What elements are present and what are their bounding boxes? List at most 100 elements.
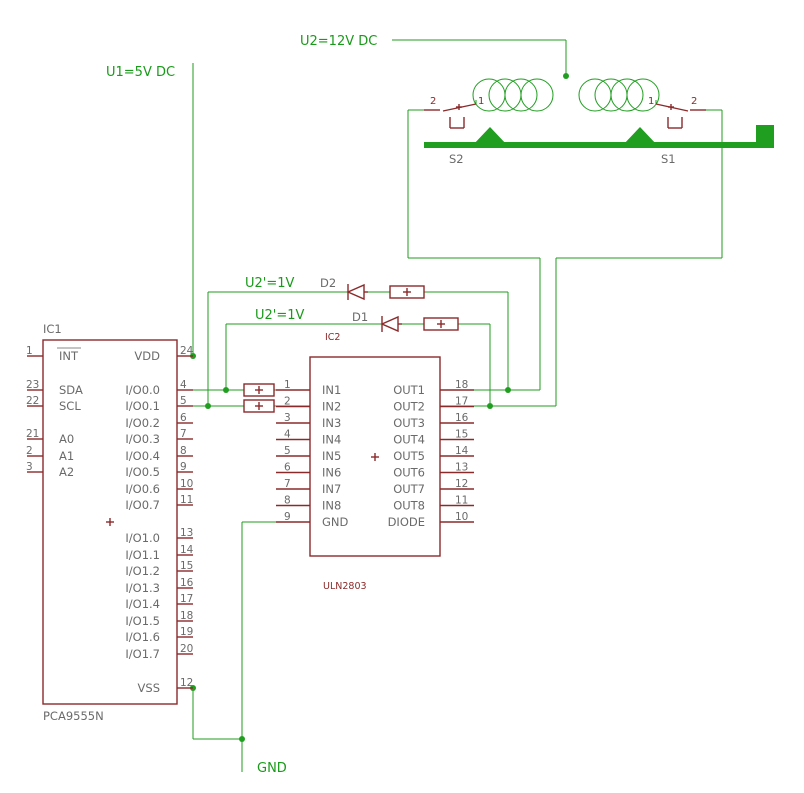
pin-number: 12 [180,677,193,689]
pin-15: 15 OUT4 [393,429,474,447]
pin-number: 10 [455,511,468,523]
pin-name: I/O1.0 [125,531,160,545]
pin-name: I/O0.3 [125,432,160,446]
pin-name: OUT3 [393,416,425,430]
pin-number: 19 [180,626,193,638]
pin-7: 7I/O0.3 [125,428,193,446]
pin-16: 16 I/O1.3 [125,577,193,595]
pin-6: 6I/O0.2 [125,412,193,430]
ic1-ref-label: IC1 [43,322,62,336]
switch-s2: 2 1 S2 [424,96,484,166]
diode-d1-label: D1 [352,310,368,324]
ic2-ref-label: IC2 [325,332,340,343]
s1-pin1-label: 1 [648,96,654,107]
pin-name: VDD [134,349,160,363]
net-label-u1: U1=5V DC [106,65,175,80]
pin-17: 17 OUT2 [393,396,474,414]
pin-number: 9 [284,511,291,523]
pin-1: 1 IN1 [276,379,341,397]
pin-11: 11I/O0.7 [125,494,193,512]
pin-number: 17 [455,396,468,408]
resistor-in1 [243,383,275,397]
switch-s2-label: S2 [449,152,464,166]
pin-name: I/O1.5 [125,614,160,628]
ic2-part-label: ULN2803 [323,581,367,592]
pin-name: I/O1.6 [125,630,160,644]
net-label-gnd: GND [257,761,287,776]
pin-number: 11 [180,494,193,506]
pin-13: 13 OUT6 [393,462,474,480]
pin-name: OUT5 [393,449,425,463]
junction-dots [190,73,569,742]
pin-22: 22 SCL [26,395,81,413]
pin-number: 3 [26,461,33,473]
pin-name: OUT6 [393,466,425,480]
pin-name: IN1 [322,383,341,397]
ic1-part-label: PCA9555N [43,709,104,723]
net-labels: U1=5V DC U2=12V DC U2'=1V U2'=1V GND [106,34,377,776]
pin-name: DIODE [388,515,425,529]
pin-13: 13I/O1.0 [125,527,193,545]
pin-name: I/O0.0 [125,383,160,397]
resistor-in2 [243,399,275,413]
pin-name: I/O0.4 [125,449,160,463]
pin-number: 6 [180,412,187,424]
s1-pin2-label: 2 [691,96,697,107]
pin-15: 15I/O1.2 [125,560,193,578]
pin-number: 5 [180,395,187,407]
pin-name: VSS [138,681,160,695]
pin-name: I/O0.5 [125,465,160,479]
pin-name: OUT1 [393,383,425,397]
relay-armature [424,125,774,148]
pin-name: SDA [59,383,83,397]
pin-number: 22 [26,395,39,407]
pin-16: 16 OUT3 [393,412,474,430]
resistor-d1-series [423,317,459,331]
switch-s1-label: S1 [661,152,676,166]
pin-number: 11 [455,495,468,507]
pin-name: I/O1.1 [125,548,160,562]
diode-d1: D1 [352,310,402,333]
pin-name: I/O1.7 [125,647,160,661]
pin-number: 1 [284,379,291,391]
resistor-d2-series [389,285,425,299]
pin-name: SCL [59,399,81,413]
net-label-u2p-mid: U2'=1V [255,308,305,323]
pin-5: 5I/O0.1 [125,395,193,413]
pin-name: OUT2 [393,400,425,414]
pin-number: 15 [455,429,468,441]
pin-number: 2 [26,445,33,457]
pin-10: 10I/O0.6 [125,478,193,496]
pin-number: 13 [455,462,468,474]
pin-name: A2 [59,465,74,479]
pin-20: 20I/O1.7 [125,643,193,661]
pin-number: 16 [455,412,469,424]
pin-number: 8 [284,495,291,507]
diode-d2: D2 [320,276,368,301]
pin-name: OUT4 [393,433,425,447]
pin-name: IN7 [322,482,341,496]
pin-number: 9 [180,461,187,473]
pin-2: 2 A1 [26,445,74,463]
pin-name: I/O1.3 [125,581,160,595]
pin-name: I/O1.2 [125,564,160,578]
pin-number: 1 [26,345,33,357]
pin-18: 18 OUT1 [393,379,474,397]
pin-number: 16 [180,577,194,589]
pin-number: 18 [455,379,468,391]
ic1-right-pins: 24VDD4I/O0.05I/O0.16I/O0.27I/O0.38I/O0.4… [125,345,193,695]
pin-name: A1 [59,449,74,463]
pin-10: 10 DIODE [388,511,474,529]
